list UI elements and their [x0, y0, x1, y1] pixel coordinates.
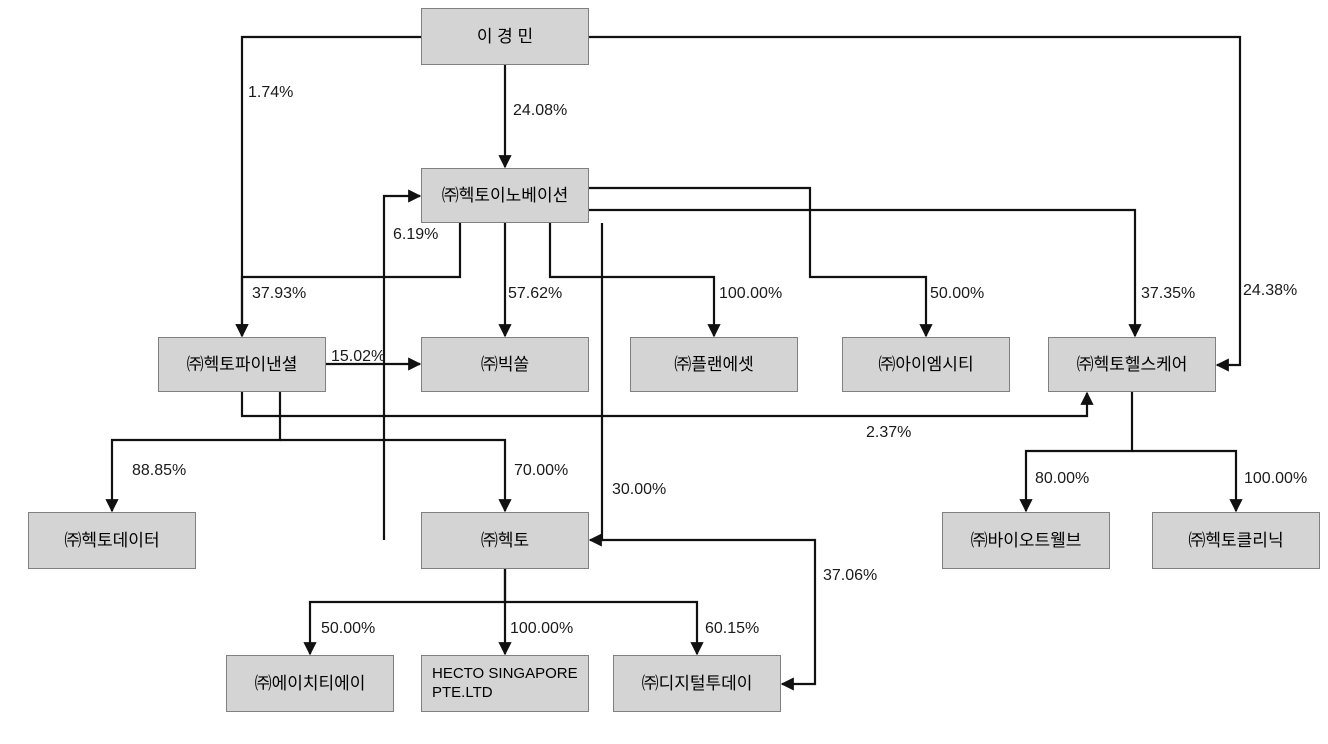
- edge-label-lee-to-hecto_fin: 1.74%: [248, 84, 294, 101]
- edge-label-hecto_fin-to-hecto_inno: 6.19%: [393, 226, 439, 243]
- node-hecto_data[interactable]: ㈜헥토데이터: [28, 512, 196, 569]
- edge-hecto-inno-to-hecto-health: [589, 208, 1142, 338]
- edge-hecto-to-htha: [303, 569, 507, 656]
- edge-hecto-fin-to-hecto-health: [240, 391, 1094, 418]
- node-hecto_clinic[interactable]: ㈜헥토클리닉: [1152, 512, 1320, 569]
- edge-hecto-inno-to-hecto-fin: [235, 223, 462, 338]
- edge-label-hecto_inno-to-hecto_fin: 37.93%: [252, 285, 307, 302]
- edge-label-hecto_inno-to-bigssol: 57.62%: [508, 285, 563, 302]
- edge-hecto-inno-to-hecto: [588, 223, 604, 547]
- edge-hecto-inno-to-digitaltoday: [602, 538, 817, 691]
- node-label-hecto_inno: ㈜헥토이노베이션: [441, 185, 569, 205]
- node-label-htha: ㈜에이치티에이: [254, 673, 366, 693]
- edge-label-hecto_inno-to-imcity: 50.00%: [930, 285, 985, 302]
- node-label-hecto: ㈜헥토: [480, 530, 530, 550]
- node-label-hecto_clinic: ㈜헥토클리닉: [1188, 530, 1284, 550]
- node-hecto_health[interactable]: ㈜헥토헬스케어: [1048, 337, 1216, 392]
- node-htha[interactable]: ㈜에이치티에이: [226, 655, 394, 712]
- edge-label-hecto_inno-to-digitaltoday: 37.06%: [823, 567, 878, 584]
- node-label-bigssol: ㈜빅쏠: [480, 354, 530, 374]
- node-digitaltoday[interactable]: ㈜디지털투데이: [613, 655, 781, 712]
- edge-label-hecto_fin-to-hecto_health: 2.37%: [866, 424, 912, 441]
- edge-hecto-fin-to-hecto-data: [105, 392, 282, 513]
- edge-hecto-inno-to-planasset: [548, 223, 721, 338]
- edge-label-hecto_inno-to-hecto_health: 37.35%: [1141, 285, 1196, 302]
- node-imcity[interactable]: ㈜아이엠시티: [842, 337, 1010, 392]
- edge-lee-to-hecto-fin: [235, 35, 421, 338]
- node-hecto_sg[interactable]: HECTO SINGAPORE PTE.LTD: [421, 655, 589, 712]
- edge-label-hecto_health-to-biotwelve: 80.00%: [1035, 470, 1090, 487]
- node-label-hecto_fin: ㈜헥토파이낸셜: [186, 354, 298, 374]
- node-label-imcity: ㈜아이엠시티: [878, 354, 974, 374]
- edge-label-hecto_inno-to-planasset: 100.00%: [719, 285, 783, 302]
- node-hecto_fin[interactable]: ㈜헥토파이낸셜: [158, 337, 326, 392]
- edge-hecto-fin-to-hecto: [280, 438, 512, 513]
- node-hecto_inno[interactable]: ㈜헥토이노베이션: [421, 168, 589, 223]
- node-planasset[interactable]: ㈜플랜에셋: [630, 337, 798, 392]
- node-label-planasset: ㈜플랜에셋: [674, 354, 754, 374]
- edge-label-hecto-to-htha: 50.00%: [321, 620, 376, 637]
- node-label-hecto_health: ㈜헥토헬스케어: [1076, 354, 1188, 374]
- edge-label-hecto-to-hecto_sg: 100.00%: [510, 620, 574, 637]
- edge-label-hecto_health-to-hecto_clinic: 100.00%: [1244, 470, 1308, 487]
- edge-hecto-fin-to-hecto-inno: [382, 189, 422, 540]
- edge-label-lee-to-hecto_inno: 24.08%: [513, 102, 568, 119]
- edge-hecto-to-digitaltoday: [505, 600, 704, 656]
- node-biotwelve[interactable]: ㈜바이오트웰브: [942, 512, 1110, 569]
- node-label-digitaltoday: ㈜디지털투데이: [641, 673, 753, 693]
- node-label-lee: 이 경 민: [476, 26, 534, 46]
- edge-label-hecto_inno-to-hecto: 30.00%: [612, 481, 667, 498]
- edge-label-lee-to-hecto_health: 24.38%: [1243, 282, 1298, 299]
- node-bigssol[interactable]: ㈜빅쏠: [421, 337, 589, 392]
- edge-hecto-health-to-hecto-clinic: [1132, 449, 1243, 513]
- node-hecto[interactable]: ㈜헥토: [421, 512, 589, 569]
- edge-label-hecto_fin-to-hecto: 70.00%: [514, 462, 569, 479]
- node-label-biotwelve: ㈜바이오트웰브: [970, 530, 1082, 550]
- node-lee[interactable]: 이 경 민: [421, 8, 589, 65]
- edge-label-hecto_fin-to-hecto_data: 88.85%: [132, 462, 187, 479]
- node-label-hecto_sg: HECTO SINGAPORE PTE.LTD: [432, 664, 578, 701]
- edge-hecto-inno-to-imcity: [589, 186, 933, 338]
- edge-label-hecto-to-digitaltoday: 60.15%: [705, 620, 760, 637]
- edge-label-hecto_fin-to-bigssol: 15.02%: [331, 348, 386, 365]
- node-label-hecto_data: ㈜헥토데이터: [64, 530, 160, 550]
- edge-lee-to-hecto-health: [589, 35, 1242, 372]
- edge-hecto-health-to-biotwelve: [1019, 392, 1134, 513]
